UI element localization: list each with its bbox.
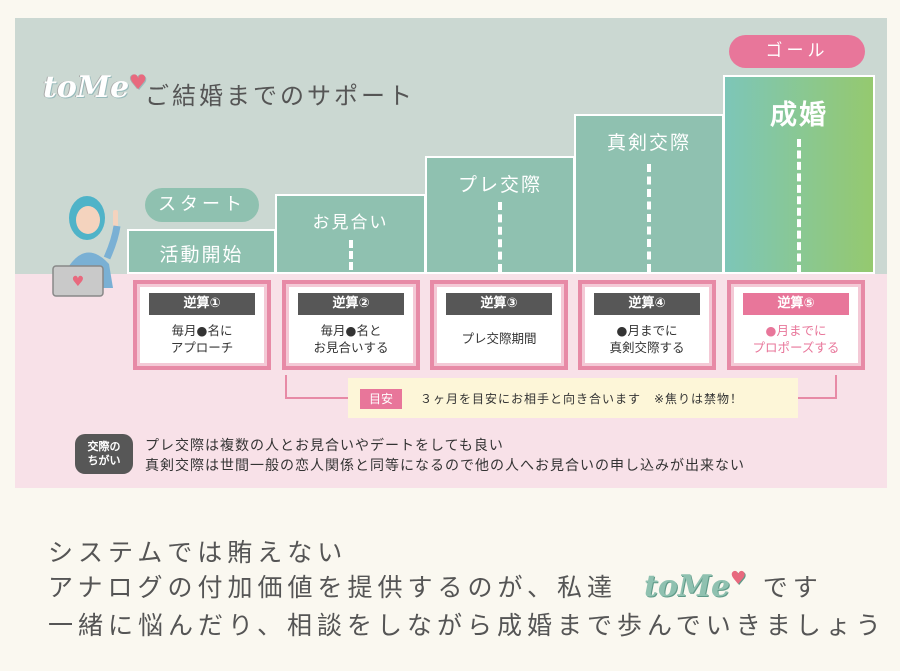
gyakusan-card-5: 逆算⑤ ●月までに プロポーズする xyxy=(727,280,865,370)
closing-line-1: システムでは賄えない xyxy=(48,538,348,567)
step-label: プレ交際 xyxy=(457,174,542,196)
page-title: ご結婚までのサポート xyxy=(145,82,415,110)
card-badge: 逆算② xyxy=(298,293,404,315)
card-text: プレ交際期間 xyxy=(461,331,537,346)
gyakusan-card-4: 逆算④ ●月までに 真剣交際する xyxy=(578,280,716,370)
step-dashline xyxy=(348,240,353,270)
card-text: ●月までに プロポーズする xyxy=(752,323,840,355)
step-omiai: お見合い xyxy=(275,194,426,274)
step-label: 成婚 xyxy=(770,100,828,131)
gyakusan-card-1: 逆算① 毎月●名に アプローチ xyxy=(133,280,271,370)
step-shinken-kousai: 真剣交際 xyxy=(574,114,724,274)
guide-badge: 目安 xyxy=(360,389,402,409)
difference-line-2: 真剣交際は世間一般の恋人関係と同等になるので他の人へお見合いの申し込みが出来ない xyxy=(145,458,745,474)
card-text: 毎月●名と お見合いする xyxy=(313,323,389,355)
closing-line-2-pre: アナログの付加価値を提供するのが、私達 xyxy=(48,573,618,602)
difference-badge: 交際の ちがい xyxy=(75,434,133,474)
step-dashline xyxy=(498,202,502,272)
step-dashline xyxy=(797,139,801,273)
card-text: ●月までに 真剣交際する xyxy=(609,323,685,355)
heart-icon: ♥ xyxy=(730,568,747,589)
gyakusan-card-3: 逆算③ プレ交際期間 xyxy=(430,280,568,370)
step-label: 真剣交際 xyxy=(606,132,691,154)
closing-line-2-post: です xyxy=(762,573,823,602)
closing-line-2: アナログの付加価値を提供するのが、私達 toMe♥ です xyxy=(48,568,823,604)
card-badge: 逆算③ xyxy=(446,293,552,315)
step-label: お見合い xyxy=(312,213,389,233)
guide-text: ３ヶ月を目安にお相手と向き合います ※焦りは禁物！ xyxy=(420,392,744,406)
gyakusan-card-2: 逆算② 毎月●名と お見合いする xyxy=(282,280,420,370)
svg-text:♥: ♥ xyxy=(72,274,85,290)
tome-logo-inline: toMe♥ xyxy=(643,568,747,604)
card-text: 毎月●名に アプローチ xyxy=(170,323,234,355)
step-label: 活動開始 xyxy=(159,244,244,266)
step-pre-kousai: プレ交際 xyxy=(425,156,575,274)
start-pill: スタート xyxy=(145,188,259,222)
card-badge: 逆算① xyxy=(149,293,255,315)
goal-pill: ゴール xyxy=(729,35,865,68)
card-badge: 逆算⑤ xyxy=(743,293,849,315)
tome-logo: toMe♥ xyxy=(43,70,148,105)
step-start: 活動開始 xyxy=(127,229,276,274)
support-diagram: toMe♥ ご結婚までのサポート スタート ゴール 活動開始 お見合い プレ交際… xyxy=(15,18,887,488)
card-badge: 逆算④ xyxy=(594,293,700,315)
closing-line-3: 一緒に悩んだり、相談をしながら成婚まで歩んでいきましょう xyxy=(48,611,886,640)
difference-line-1: プレ交際は複数の人とお見合いやデートをしても良い xyxy=(145,438,504,454)
heart-icon: ♥ xyxy=(129,70,148,94)
woman-with-laptop-illustration: ♥ xyxy=(52,196,121,297)
guide-box: 目安 ３ヶ月を目安にお相手と向き合います ※焦りは禁物！ xyxy=(348,378,798,418)
step-dashline xyxy=(647,164,651,272)
step-seikon: 成婚 xyxy=(723,75,875,274)
